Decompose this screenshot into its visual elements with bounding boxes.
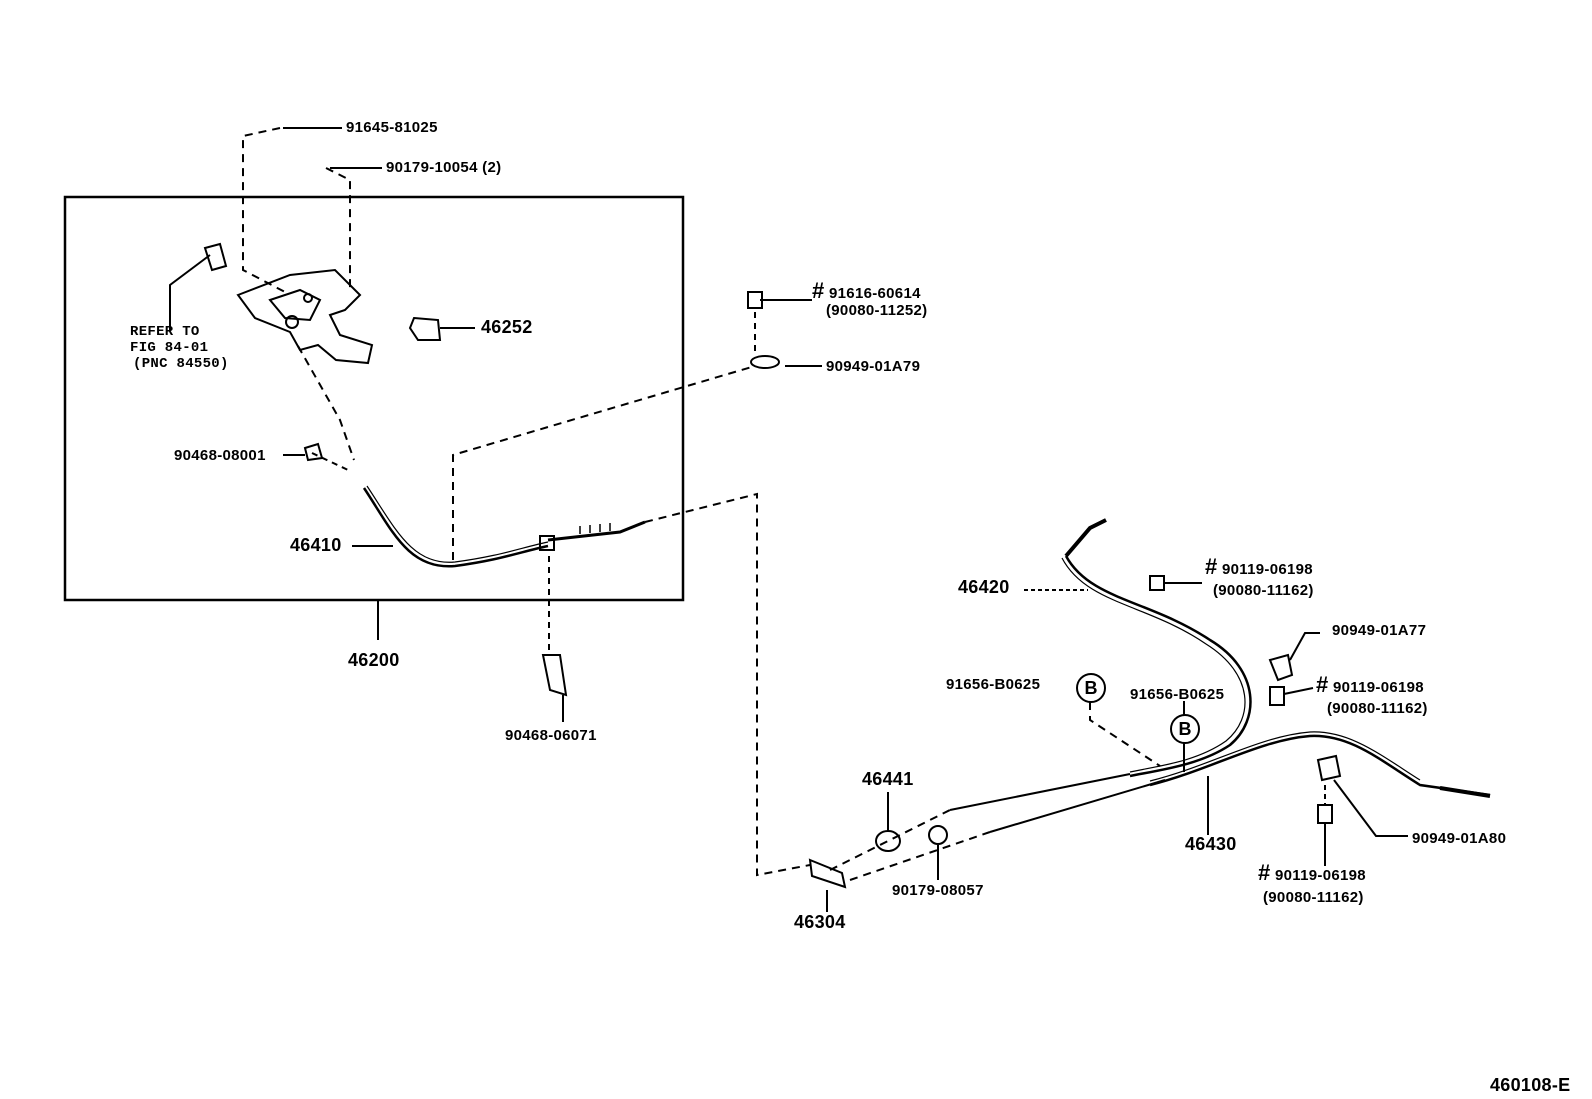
label-90119-c: # 90119-06198: [1258, 862, 1366, 885]
label-91645-81025: 91645-81025: [346, 119, 438, 136]
label-90119-b: # 90119-06198: [1316, 674, 1424, 697]
label-90119-b-text: 90119-06198: [1333, 679, 1424, 696]
bolt-90119-a: [1149, 575, 1165, 591]
bolt-90119-c: [1317, 804, 1333, 824]
label-46410: 46410: [290, 535, 342, 555]
label-90949-01A77: 90949-01A77: [1332, 622, 1427, 639]
label-90119-a: # 90119-06198: [1205, 556, 1313, 579]
cable-lower-1: [949, 773, 1131, 811]
dash-guide-91645: [242, 127, 286, 293]
lever-bracket: [203, 242, 374, 365]
dash-lever-cable: [297, 345, 355, 461]
label-90119-a-text: 90119-06198: [1222, 561, 1313, 578]
diagram-id: 460108-E: [1490, 1075, 1571, 1095]
label-46441: 46441: [862, 769, 914, 789]
label-90949-01A80: 90949-01A80: [1412, 830, 1507, 847]
assembly-box-46200: [63, 195, 685, 602]
dash-to-46304: [644, 492, 811, 877]
label-90080-11162-b: (90080-11162): [1327, 700, 1428, 717]
callout-b-1: B: [1076, 673, 1106, 703]
bolt-91616: [747, 291, 763, 309]
label-90179-08057: 90179-08057: [892, 882, 984, 899]
hash-mark: #: [812, 278, 825, 303]
label-91616-text: 91616-60614: [829, 285, 921, 302]
pad-46252: [408, 316, 442, 341]
cable-46430: [1149, 734, 1491, 797]
equalizer-46304: [808, 858, 847, 889]
bolt-90119-b: [1269, 686, 1285, 706]
label-91656-B0625-a: 91656-B0625: [946, 676, 1041, 693]
label-refer-line2: FIG 84-01: [130, 340, 209, 356]
label-90468-08001: 90468-08001: [174, 447, 266, 464]
clip-01A77: [1268, 653, 1294, 682]
clip-08001: [303, 442, 324, 462]
cable-46420: [1064, 555, 1252, 778]
dash-clip-08001: [311, 452, 349, 471]
grommet-46441: [875, 830, 901, 852]
dash-to-01A79: [452, 365, 756, 560]
hash-mark-b: #: [1316, 672, 1329, 697]
label-90179-10054: 90179-10054 (2): [386, 159, 502, 176]
label-90080-11162-a: (90080-11162): [1213, 582, 1314, 599]
label-46304: 46304: [794, 912, 846, 932]
label-90468-06071: 90468-06071: [505, 727, 597, 744]
cable-46410: [362, 487, 549, 568]
label-91616-60614: # 91616-60614: [812, 280, 921, 303]
label-46430: 46430: [1185, 834, 1237, 854]
clip-01A79: [750, 355, 780, 369]
cable-lower-2: [989, 779, 1166, 833]
nut-90179-08057: [928, 825, 948, 845]
label-46420: 46420: [958, 577, 1010, 597]
label-90080-11162-c: (90080-11162): [1263, 889, 1364, 906]
label-90080-11252: (90080-11252): [826, 302, 928, 319]
callout-b-2: B: [1170, 714, 1200, 744]
label-90119-c-text: 90119-06198: [1275, 867, 1366, 884]
clip-06071: [541, 654, 568, 697]
cable-end-46410: [547, 520, 646, 542]
hash-mark-a: #: [1205, 554, 1218, 579]
hash-mark-c: #: [1258, 860, 1271, 885]
label-46252: 46252: [481, 317, 533, 337]
label-46200: 46200: [348, 650, 400, 670]
label-91656-B0625-b: 91656-B0625: [1130, 686, 1225, 703]
clip-01A80: [1316, 754, 1342, 782]
label-refer-line1: REFER TO: [130, 324, 200, 340]
label-90949-01A79: 90949-01A79: [826, 358, 921, 375]
dash-guide-90179: [325, 167, 351, 290]
label-refer-line3: (PNC 84550): [133, 356, 229, 372]
